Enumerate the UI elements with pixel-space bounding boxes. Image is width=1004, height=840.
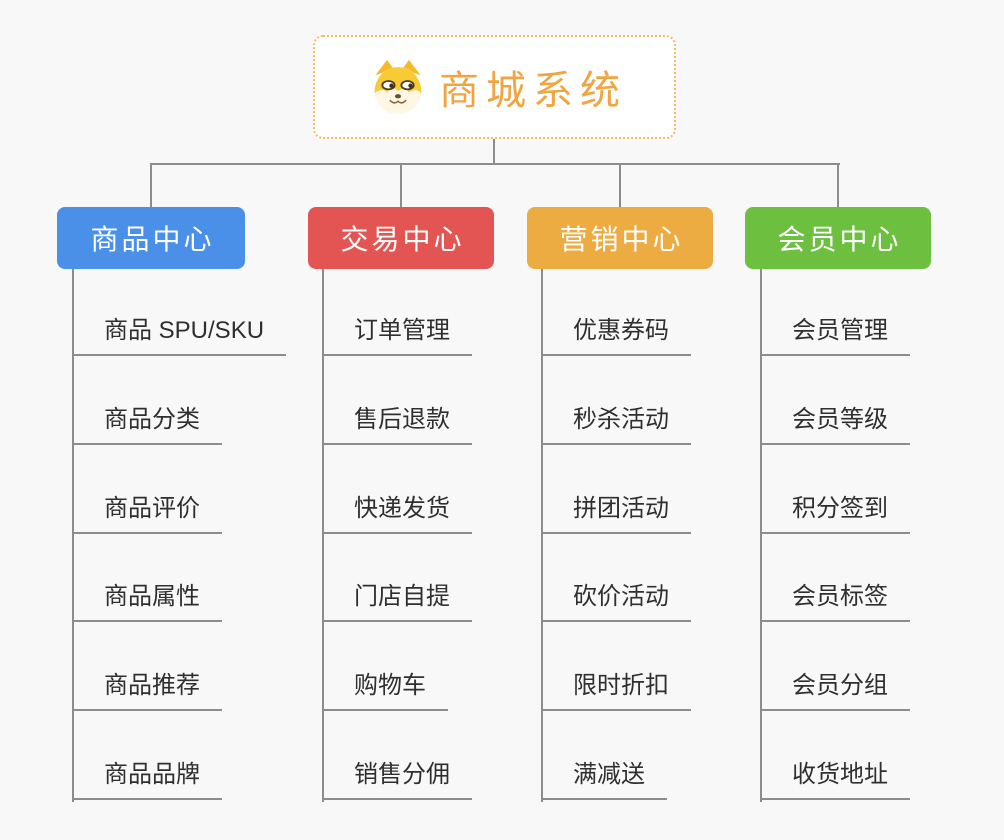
subtopic-item[interactable]: 会员分组 (760, 669, 910, 711)
subtopic-item[interactable]: 会员等级 (760, 403, 910, 445)
root-stem-connector (493, 139, 495, 165)
subtopic-item[interactable]: 秒杀活动 (541, 403, 691, 445)
branch-node-member-center[interactable]: 会员中心 (745, 207, 931, 269)
subtopic-item[interactable]: 优惠券码 (541, 314, 691, 356)
shiba-dog-icon (369, 58, 427, 116)
root-topic-label: 商城系统 (439, 69, 627, 113)
subtopic-item[interactable]: 快递发货 (322, 492, 472, 534)
subtopic-item[interactable]: 商品推荐 (72, 669, 222, 711)
subtopic-item[interactable]: 售后退款 (322, 403, 472, 445)
branch-drop-connector (400, 163, 402, 207)
subtopic-item[interactable]: 商品分类 (72, 403, 222, 445)
subtopic-item[interactable]: 门店自提 (322, 580, 472, 622)
branch-label: 交易中心 (340, 224, 465, 255)
subtopic-item[interactable]: 商品 SPU/SKU (72, 314, 287, 356)
branch-drop-connector (150, 163, 152, 207)
subtopic-spine-line (541, 269, 543, 802)
branch-label: 营销中心 (559, 224, 684, 255)
branch-drop-connector (837, 163, 839, 207)
branch-label: 商品中心 (90, 224, 215, 255)
subtopic-spine-line (760, 269, 762, 802)
branch-node-product-center[interactable]: 商品中心 (57, 207, 245, 269)
subtopic-spine-line (72, 269, 74, 802)
subtopic-item[interactable]: 满减送 (541, 758, 667, 800)
subtopic-item[interactable]: 商品评价 (72, 492, 222, 534)
branch-bus-connector (150, 163, 840, 165)
subtopic-item[interactable]: 销售分佣 (322, 758, 472, 800)
branch-drop-connector (619, 163, 621, 207)
branch-node-trade-center[interactable]: 交易中心 (308, 207, 494, 269)
subtopic-item[interactable]: 会员管理 (760, 314, 910, 356)
subtopic-item[interactable]: 收货地址 (760, 758, 910, 800)
subtopic-item[interactable]: 拼团活动 (541, 492, 691, 534)
branch-node-marketing-center[interactable]: 营销中心 (527, 207, 713, 269)
subtopic-item[interactable]: 商品属性 (72, 580, 222, 622)
subtopic-item[interactable]: 限时折扣 (541, 669, 691, 711)
branch-label: 会员中心 (777, 224, 902, 255)
subtopic-item[interactable]: 砍价活动 (541, 580, 691, 622)
root-topic-node[interactable]: 商城系统 (313, 35, 676, 139)
subtopic-item[interactable]: 会员标签 (760, 580, 910, 622)
subtopic-item[interactable]: 商品品牌 (72, 758, 222, 800)
subtopic-spine-line (322, 269, 324, 802)
subtopic-item[interactable]: 订单管理 (322, 314, 472, 356)
subtopic-item[interactable]: 积分签到 (760, 492, 910, 534)
subtopic-item[interactable]: 购物车 (322, 669, 448, 711)
